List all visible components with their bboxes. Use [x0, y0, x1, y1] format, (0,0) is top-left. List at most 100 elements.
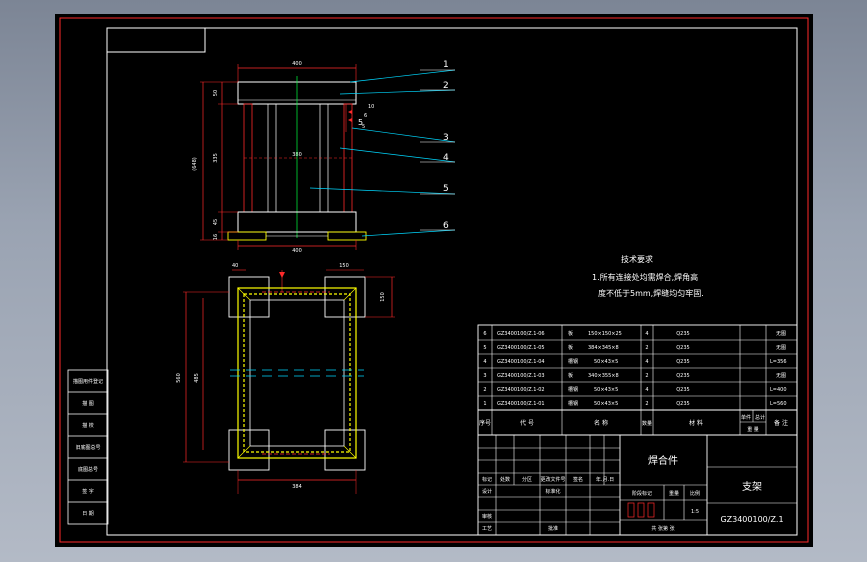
- bom-material: Q235: [676, 345, 689, 351]
- balloon-4: 4: [443, 153, 449, 163]
- dim-outer: 560: [176, 373, 182, 383]
- bom-no: 1: [483, 401, 486, 407]
- bom-material: Q235: [676, 373, 689, 379]
- top-view[interactable]: 40 150 560 485 150: [176, 263, 395, 494]
- inner-frame: [106, 27, 798, 536]
- bom-code: GZ3400100/Z.1-03: [497, 373, 545, 379]
- dim-bottom: 384: [292, 484, 302, 490]
- tb-change-doc: 更改文件号: [540, 476, 565, 483]
- tb-standardize: 标准化: [545, 488, 560, 495]
- bom-qty: 2: [645, 345, 648, 351]
- bom-qty: 2: [645, 401, 648, 407]
- tb-count: 处数: [500, 476, 510, 483]
- bom-table[interactable]: 6 GZ3400100/Z.1-06 板 150×150×25 4 Q235 无…: [477, 324, 798, 436]
- side-label-4: 底图总号: [78, 466, 98, 473]
- bom-header-single: 单件: [741, 414, 751, 421]
- bom-remark: 无图: [776, 373, 786, 379]
- bottom-channel: [237, 211, 357, 233]
- dim-top-plate: 50: [213, 90, 219, 96]
- dim-mid-height: 335: [213, 153, 219, 163]
- bom-header-material: 材 料: [689, 419, 703, 427]
- dim-inner: 485: [194, 373, 200, 383]
- bom-name: 槽钢: [568, 358, 578, 365]
- balloon-1: 1: [443, 60, 449, 70]
- bom-no: 3: [483, 373, 486, 379]
- part-name: 支架: [742, 481, 762, 493]
- balloon-3: 3: [443, 133, 449, 143]
- bom-code: GZ3400100/Z.1-06: [497, 331, 545, 337]
- bom-code: GZ3400100/Z.1-01: [497, 401, 545, 407]
- bom-header-weight: 重 量: [747, 426, 759, 433]
- bom-name: 槽钢: [568, 400, 578, 407]
- bom-spec: 50×43×5: [594, 359, 618, 365]
- bom-spec: 384×345×8: [588, 345, 619, 351]
- top-frame-weld: [243, 293, 351, 453]
- bom-header-no: 序号: [479, 419, 491, 427]
- bom-name: 板: [568, 372, 573, 379]
- bom-name: 板: [568, 330, 573, 337]
- tb-date: 年.月.日: [596, 476, 614, 483]
- tb-weight: 重量: [669, 490, 679, 497]
- side-label-6: 日 期: [82, 511, 94, 517]
- balloon-2: 2: [443, 81, 449, 91]
- tech-line-2: 度不低于5mm,焊缝均匀牢固.: [598, 288, 704, 298]
- bom-qty: 2: [645, 373, 648, 379]
- balloon-6: 6: [443, 221, 449, 231]
- tb-process: 工艺: [482, 526, 492, 532]
- dim-right-a: 10: [368, 104, 374, 110]
- bom-remark: 无图: [776, 345, 786, 351]
- stamp-box: [106, 27, 206, 53]
- side-label-2: 描 校: [82, 422, 94, 429]
- tech-line-1: 1.所有连接处均需焊合,焊角高: [592, 272, 698, 282]
- dim-right-b: 6: [364, 113, 367, 119]
- bom-header-qty: 数量: [642, 420, 652, 427]
- bom-material: Q235: [676, 331, 689, 337]
- side-label-3: 旧底图总号: [75, 444, 100, 451]
- balloon-5: 5: [443, 184, 449, 194]
- bom-qty: 4: [645, 359, 648, 365]
- bom-material: Q235: [676, 387, 689, 393]
- bom-name: 槽钢: [568, 386, 578, 393]
- bom-header-name: 名 称: [594, 419, 608, 427]
- tb-mark: 标记: [482, 476, 492, 483]
- bom-qty: 4: [645, 331, 648, 337]
- bom-header-code: 代 号: [520, 419, 534, 427]
- tb-review: 审核: [482, 513, 492, 520]
- bom-header-total: 总计: [755, 414, 765, 421]
- tb-scale-value: 1:5: [691, 509, 699, 515]
- side-label-5: 签 字: [82, 488, 94, 495]
- tech-heading: 技术要求: [621, 254, 653, 264]
- outer-border: [59, 17, 809, 543]
- bom-no: 6: [483, 331, 486, 337]
- side-label-0: 描图用件登记: [73, 378, 103, 385]
- bom-no: 5: [483, 345, 486, 351]
- bom-spec: 50×43×5: [594, 387, 618, 393]
- bom-qty: 4: [645, 387, 648, 393]
- tb-stage-mark: 阶段标记: [632, 490, 652, 497]
- dim-bottom-width: 400: [292, 248, 302, 254]
- dim-top-plate: 150: [339, 263, 349, 269]
- bom-name: 板: [568, 344, 573, 351]
- bom-material: Q235: [676, 359, 689, 365]
- dim-top-left: 40: [232, 263, 238, 269]
- tb-approve: 批准: [548, 525, 558, 532]
- drawing-area: [55, 14, 813, 547]
- side-label-column: 描图用件登记 描 图 描 校 旧底图总号 底图总号 签 字 日 期: [67, 369, 109, 525]
- balloon-5-small: 5: [358, 118, 363, 127]
- tb-design: 设计: [482, 488, 492, 495]
- tb-sign: 签名: [573, 476, 583, 483]
- front-view[interactable]: 400 380 400 (648) 50: [192, 60, 456, 254]
- bom-spec: 50×43×5: [594, 401, 618, 407]
- bom-material: Q235: [676, 401, 689, 407]
- dim-plate-height: 150: [380, 292, 386, 302]
- tb-zone: 分区: [522, 476, 532, 483]
- dim-top-width: 400: [292, 61, 302, 67]
- dim-bottom-plate: 45: [213, 219, 219, 225]
- title-block[interactable]: 标记 处数 分区 更改文件号 签名 年.月.日 设计 标准化 审核 工艺 批准 …: [477, 434, 798, 536]
- bom-no: 2: [483, 387, 486, 393]
- top-frame-outer: [237, 287, 357, 459]
- bom-remark: L=560: [770, 401, 787, 407]
- tech-requirements: 技术要求 1.所有连接处均需焊合,焊角高 度不低于5mm,焊缝均匀牢固.: [592, 254, 704, 298]
- tb-scale-label: 比例: [690, 490, 700, 497]
